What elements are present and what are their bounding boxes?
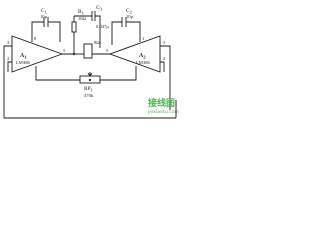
watermark-url: jiexiantu.com [147,109,180,115]
rp1-wiper-arrow [87,72,93,77]
a1-label: A1 [20,53,27,60]
c3-value: 0.047μ [96,24,109,29]
c1-value: 10μ [40,14,48,19]
watermark-logo: 接线图 [148,97,175,109]
pin-number: 2 [7,56,10,61]
junction-dot [72,52,76,56]
r1-label: R1 [78,9,85,16]
wire-a2-top [126,21,141,42]
wire-a1-to-rp [35,66,80,81]
amplifier-a1 [11,35,64,73]
wire-a1-bot [7,61,12,72]
pin-number: 3 [163,40,166,45]
junction-dot [88,78,92,82]
wire-c3-right [95,15,101,48]
wire-right-input [160,45,171,110]
pin-number: 2 [163,56,166,61]
c2-value: 10μ [126,14,134,19]
c3-label: C3 [96,5,103,12]
resistor-r1 [71,21,77,33]
a2-type: LM386 [136,60,150,65]
amplifier-a2 [108,35,161,73]
speaker [83,43,93,59]
speaker-value: 8Ω [94,40,100,45]
wire-a2-bot [160,61,165,72]
circuit-diagram: C1 10μ R1 10Ω C3 0.047μ C2 10μ 8Ω A1 LM3… [0,0,180,120]
rp1-value: 470k [84,93,94,98]
a1-type: LM386 [16,60,30,65]
pin-number: 5 [106,48,109,53]
wire-a2-to-rp [100,66,137,81]
schematic-canvas: C1 10μ R1 10Ω C3 0.047μ C2 10μ 8Ω A1 LM3… [3,5,180,119]
wire-c1-right [50,21,61,42]
wire-left-input [3,45,12,118]
a2-label: A2 [139,53,146,60]
c1-label: C1 [41,8,48,15]
pin-number: 3 [7,40,10,45]
pin-number: 5 [63,48,66,53]
c2-label: C2 [126,8,133,15]
pin-number: 1 [142,36,145,41]
r1-value: 10Ω [78,16,87,21]
wire-c2-left [111,21,122,45]
pin-number: 8 [34,36,37,41]
rp1-label: RP1 [84,86,94,93]
wire-a1-top [31,21,44,42]
